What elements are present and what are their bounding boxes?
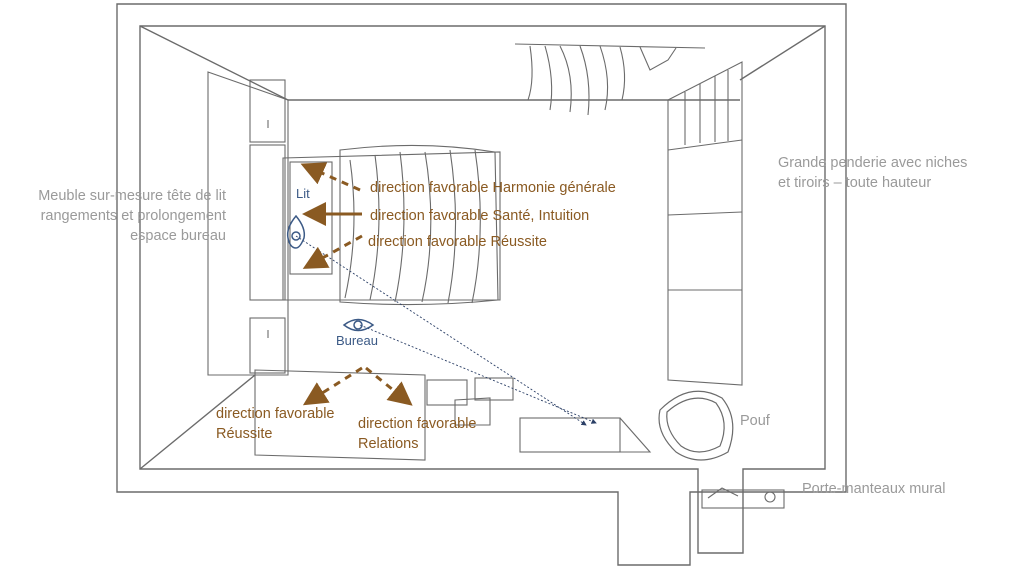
direction-desk-relations-line: Relations (358, 436, 419, 452)
wardrobe-note-line: Grande penderie avec niches (778, 155, 968, 171)
eye-icon (286, 214, 306, 249)
direction-desk-success-line: Réussite (216, 426, 273, 442)
wardrobe-note: Grande penderie avec niches et tiroirs –… (778, 153, 967, 193)
bed-label: Lit (296, 186, 310, 201)
headboard-note: Meuble sur-mesure tête de lit rangements… (38, 186, 226, 246)
pouf-shape (658, 390, 734, 461)
direction-desk-success: direction favorable Réussite (216, 404, 335, 444)
room-walls (116, 3, 847, 566)
direction-bed-harmony: direction favorable Harmonie générale (370, 180, 616, 196)
headboard-cabinet (207, 71, 289, 376)
desk (254, 369, 652, 461)
wardrobe-note-line: et tiroirs – toute hauteur (778, 175, 932, 191)
direction-bed-health: direction favorable Santé, Intuition (370, 208, 590, 224)
pouf-label: Pouf (740, 413, 770, 429)
direction-desk-relations: direction favorable Relations (358, 414, 477, 454)
sightlines (295, 235, 597, 426)
coat-rack-label: Porte-manteaux mural (802, 481, 946, 497)
headboard-note-line: rangements et prolongement (40, 208, 226, 224)
curtain-window (514, 43, 706, 116)
headboard-note-line: Meuble sur-mesure tête de lit (38, 188, 226, 204)
eye-icon (342, 318, 375, 332)
headboard-note-line: espace bureau (130, 228, 226, 244)
desk-label: Bureau (336, 333, 378, 348)
direction-bed-success: direction favorable Réussite (368, 234, 547, 250)
direction-desk-relations-line: direction favorable (358, 416, 477, 432)
coat-rack-shape (701, 487, 785, 509)
direction-arrows (300, 162, 413, 406)
wardrobe (667, 61, 743, 386)
bed (282, 144, 501, 306)
direction-desk-success-line: direction favorable (216, 406, 335, 422)
